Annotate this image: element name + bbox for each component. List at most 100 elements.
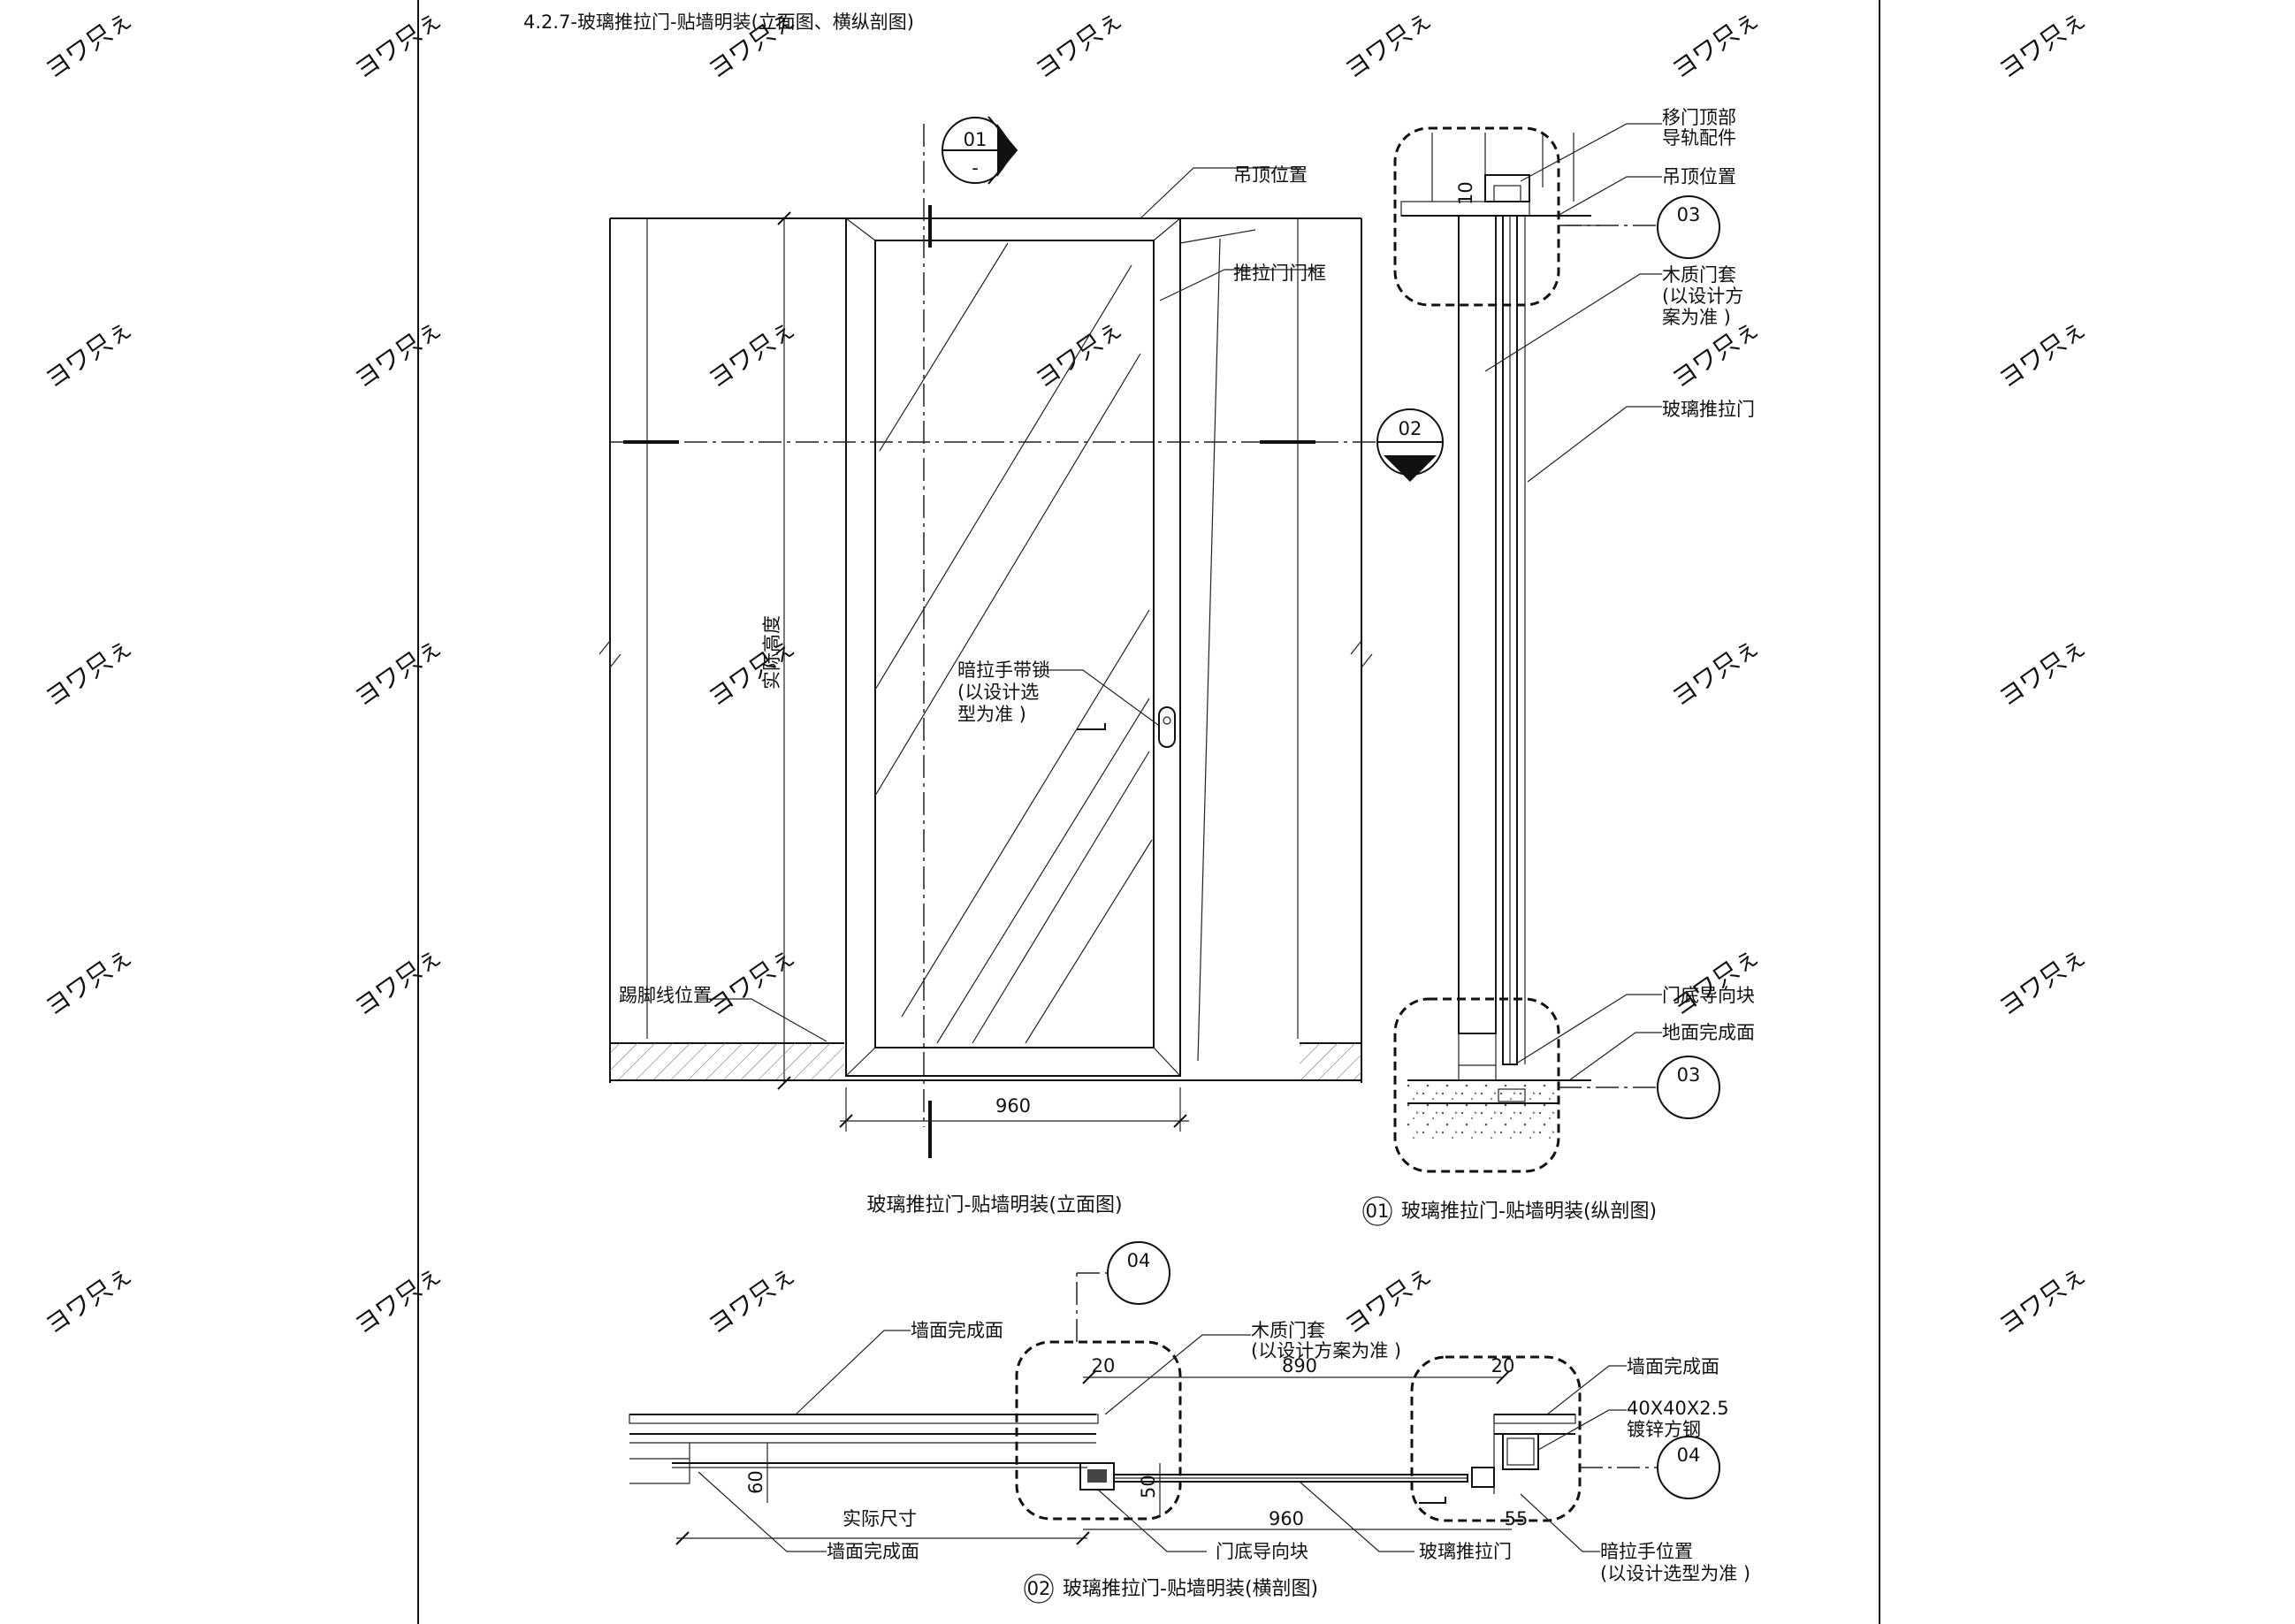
label-floor-finish: 地面完成面 — [1662, 1022, 1755, 1043]
elevation-caption: 玻璃推拉门-贴墙明装(立面图) — [866, 1194, 1122, 1216]
watermark-text: ヨワ只ぇ — [1030, 4, 1128, 84]
label-handle-line3: 型为准 ) — [957, 704, 1026, 725]
top-rail-fitting — [1484, 174, 1530, 202]
label-top-rail-line1: 移门顶部 — [1662, 107, 1736, 128]
watermark-text: ヨワ只ぇ — [40, 631, 138, 712]
slide-direction-arrow — [1077, 723, 1106, 730]
label-wall-finish-right: 墙面完成面 — [1627, 1356, 1719, 1377]
label-handle-line1: 暗拉手带锁 — [957, 660, 1050, 681]
cross-section: 04 04 20 890 20 60 50 实际尺寸 960 55 墙面完成面 … — [629, 1241, 1750, 1604]
label-wood-casing-cross-line1: 木质门套 — [1251, 1320, 1325, 1341]
label-steel-line2: 镀锌方钢 — [1627, 1419, 1701, 1440]
watermark-text: ヨワ只ぇ — [349, 1259, 447, 1339]
floor-slab — [1407, 1080, 1558, 1142]
watermark-text: ヨワ只ぇ — [1666, 631, 1765, 712]
watermark-text: ヨワ只ぇ — [703, 1259, 801, 1339]
leader-handle — [1039, 669, 1159, 726]
sheet-title: 4.2.7-玻璃推拉门-贴墙明装(立面图、横纵剖图) — [523, 11, 914, 33]
label-wood-casing-line1: 木质门套 — [1662, 264, 1736, 286]
watermark-text: ヨワ只ぇ — [1666, 941, 1765, 1021]
label-wall-finish-bottom: 墙面完成面 — [827, 1541, 919, 1562]
door-open-line-top — [1179, 229, 1256, 244]
detail-box-04-right — [1410, 1355, 1582, 1522]
label-wood-casing-line3: 案为准 ) — [1662, 307, 1731, 328]
leader-frame — [1159, 269, 1317, 301]
skirting-left — [610, 1043, 844, 1080]
label-ceiling-position-section: 吊顶位置 — [1662, 166, 1736, 187]
glass-panel — [874, 240, 1155, 1048]
detail-marker-bottom-03 — [1657, 1056, 1720, 1119]
height-label: 实际高度 — [761, 615, 782, 690]
watermark-text: ヨワ只ぇ — [349, 313, 447, 393]
longitudinal-caption: 玻璃推拉门-贴墙明装(纵剖图) — [1401, 1201, 1657, 1223]
leader-skirting — [707, 998, 827, 1042]
label-steel-line1: 40X40X2.5 — [1627, 1398, 1729, 1419]
watermark-text: ヨワ只ぇ — [1994, 1259, 2092, 1339]
label-wood-casing-cross-line2: (以设计方案为准 ) — [1251, 1340, 1401, 1361]
watermark-text: ヨワ只ぇ — [703, 313, 801, 393]
dim-bottom-960: 960 — [1269, 1508, 1304, 1529]
skirting-right — [1300, 1043, 1361, 1080]
detail-top-number: 03 — [1677, 204, 1701, 225]
elevation-drawing: 实际高度 — [599, 116, 1444, 1216]
detail-04-right-number: 04 — [1677, 1445, 1701, 1466]
detail-box-04-left — [1015, 1340, 1182, 1521]
watermark-layer: ヨワ只ぇヨワ只ぇヨワ只ぇヨワ只ぇヨワ只ぇヨワ只ぇヨワ只ぇヨワ只ぇヨワ只ぇヨワ只ぇ… — [40, 4, 2092, 1339]
detail-marker-04-top — [1107, 1241, 1170, 1305]
label-wood-casing-line2: (以设计方 — [1662, 286, 1743, 307]
dim-top-890: 890 — [1282, 1355, 1317, 1376]
height-dim-tick-top — [777, 211, 791, 225]
label-handle-line2: (以设计选 — [957, 682, 1039, 703]
watermark-text: ヨワ只ぇ — [1994, 941, 2092, 1021]
section-marker-01: 01 - — [942, 116, 1018, 185]
width-dimension-960: 960 — [995, 1095, 1031, 1117]
slide-arrow-plan — [1419, 1497, 1446, 1504]
wall-finish-left — [629, 1414, 1099, 1424]
label-glass-door-cross: 玻璃推拉门 — [1419, 1541, 1512, 1562]
label-bottom-guide: 门底导向块 — [1662, 985, 1755, 1006]
watermark-text: ヨワ只ぇ — [703, 631, 801, 712]
dim-left-20: 20 — [1092, 1355, 1116, 1376]
section-marker-02: 02 - — [1376, 408, 1444, 482]
caption-01-number: 01 — [1366, 1201, 1390, 1222]
caption-02-circle — [1024, 1574, 1054, 1604]
section-01-sub: - — [972, 157, 979, 179]
watermark-text: ヨワ只ぇ — [349, 941, 447, 1021]
watermark-text: ヨワ只ぇ — [1994, 631, 2092, 712]
cross-caption: 玻璃推拉门-贴墙明装(横剖图) — [1063, 1578, 1318, 1600]
label-bottom-guide-cross: 门底导向块 — [1216, 1541, 1308, 1562]
detail-box-top — [1393, 126, 1560, 307]
watermark-text: ヨワ只ぇ — [1339, 1259, 1437, 1339]
door-frame-outer — [845, 217, 1181, 1077]
top-dim-10: 10 — [1455, 181, 1476, 205]
label-handle-cross-line2: (以设计选型为准 ) — [1600, 1563, 1750, 1584]
watermark-text: ヨワ只ぇ — [40, 4, 138, 84]
caption-01-circle — [1362, 1196, 1392, 1226]
watermark-text: ヨワ只ぇ — [1994, 313, 2092, 393]
detail-marker-top-03 — [1657, 195, 1720, 259]
label-handle-cross-line1: 暗拉手位置 — [1600, 1541, 1693, 1562]
bottom-guide-block — [1498, 1088, 1526, 1102]
watermark-text: ヨワ只ぇ — [703, 941, 801, 1021]
steel-square-tube — [1502, 1433, 1539, 1470]
label-top-rail-line2: 导轨配件 — [1662, 127, 1736, 149]
dim-depth-60: 60 — [745, 1470, 766, 1494]
watermark-text: ヨワ只ぇ — [349, 4, 447, 84]
handle-keyhole — [1163, 716, 1171, 725]
dim-gap-50: 50 — [1138, 1475, 1159, 1498]
detail-bottom-number: 03 — [1677, 1064, 1701, 1086]
dim-right-20: 20 — [1491, 1355, 1515, 1376]
watermark-text: ヨワ只ぇ — [349, 631, 447, 712]
watermark-text: ヨワ只ぇ — [1666, 4, 1765, 84]
door-open-line — [1197, 238, 1221, 1062]
watermark-text: ヨワ只ぇ — [1030, 313, 1128, 393]
dim-actual-size: 实际尺寸 — [843, 1508, 917, 1529]
wood-casing — [1458, 215, 1497, 1034]
label-door-frame: 推拉门门框 — [1233, 263, 1326, 284]
watermark-text: ヨワ只ぇ — [1339, 4, 1437, 84]
detail-marker-04-right — [1657, 1436, 1720, 1499]
handle-lock-icon — [1158, 706, 1176, 748]
detail-04-top-number: 04 — [1127, 1250, 1151, 1271]
right-break-mark — [1350, 639, 1373, 669]
